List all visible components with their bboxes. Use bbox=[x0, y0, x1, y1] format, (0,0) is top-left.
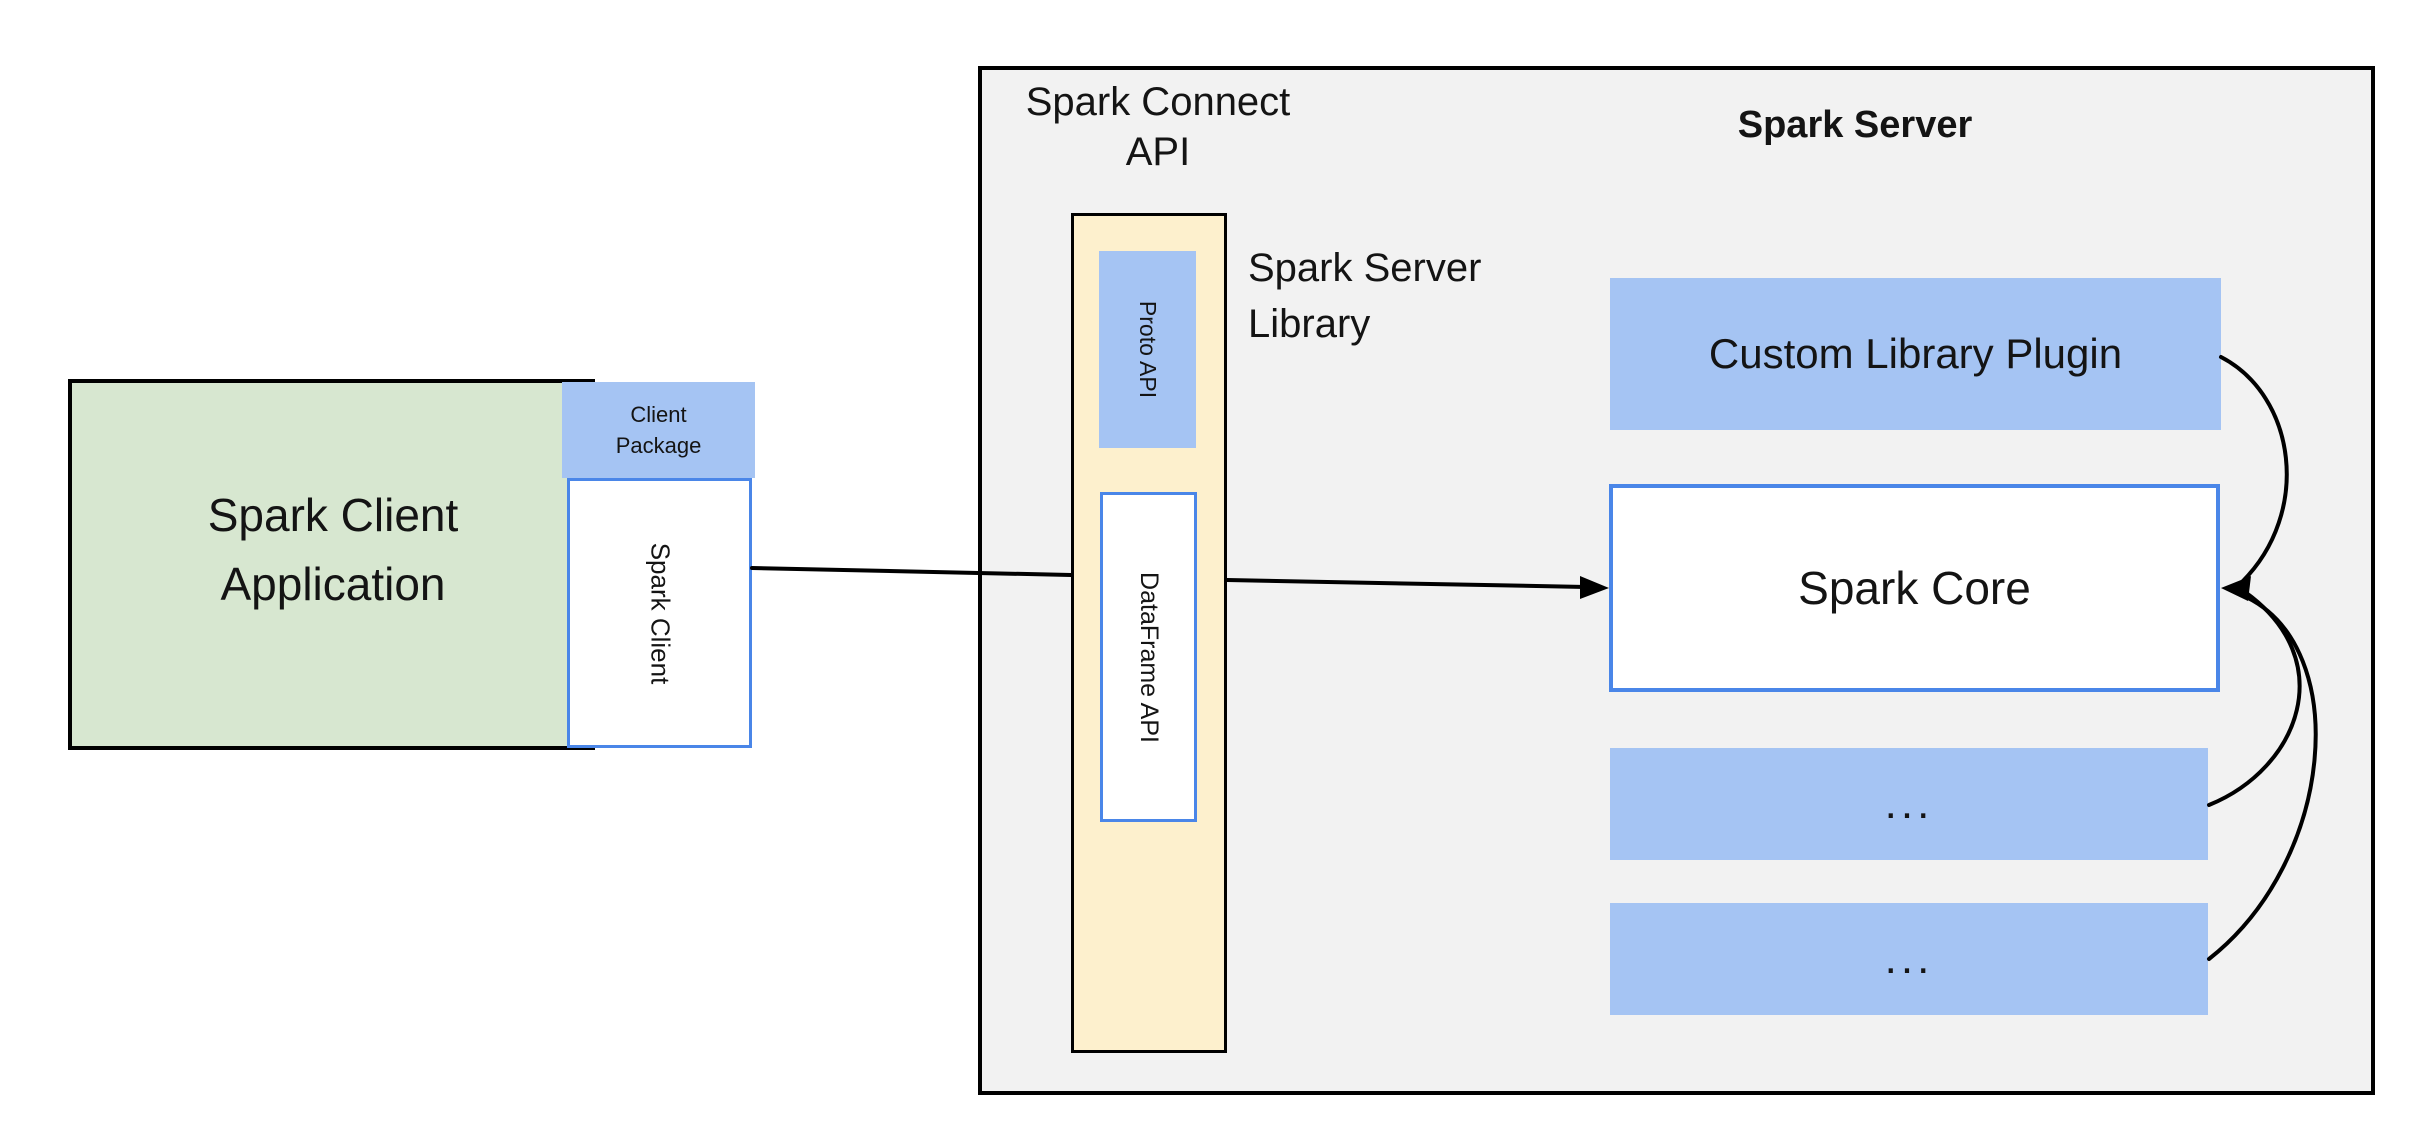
dataframe-api-label: DataFrame API bbox=[1135, 571, 1163, 743]
proto-api-box: Proto API bbox=[1099, 251, 1196, 448]
spark-server-library-line2: Library bbox=[1248, 302, 1371, 346]
spark-client-application-box bbox=[68, 379, 595, 750]
client-package-box: Client Package bbox=[562, 382, 755, 478]
proto-api-label: Proto API bbox=[1135, 300, 1162, 399]
spark-server-library-line1: Spark Server bbox=[1248, 246, 1482, 290]
client-package-line2: Package bbox=[615, 433, 702, 458]
dataframe-api-box: DataFrame API bbox=[1100, 492, 1197, 822]
custom-library-plugin-box: Custom Library Plugin bbox=[1610, 278, 2221, 430]
spark-client-box: Spark Client bbox=[567, 478, 752, 748]
spark-connect-api-line2: API bbox=[1125, 130, 1191, 174]
spark-server-title: Spark Server bbox=[1737, 103, 1973, 146]
spark-client-application-label: Spark Client Application bbox=[88, 430, 578, 670]
spark-client-application-line1: Spark Client bbox=[207, 489, 459, 541]
plugin-placeholder-box-2: ... bbox=[1610, 903, 2208, 1015]
client-package-line1: Client bbox=[630, 402, 687, 427]
spark-connect-api-line1: Spark Connect bbox=[1025, 80, 1291, 124]
spark-client-application-line2: Application bbox=[220, 558, 446, 610]
spark-connect-api-label: Spark Connect API bbox=[958, 72, 1358, 182]
spark-server-library-label: Spark Server Library bbox=[1248, 240, 1668, 360]
spark-client-label: Spark Client bbox=[645, 542, 675, 684]
spark-core-box: Spark Core bbox=[1609, 484, 2220, 692]
plugin-placeholder-box-1: ... bbox=[1610, 748, 2208, 860]
